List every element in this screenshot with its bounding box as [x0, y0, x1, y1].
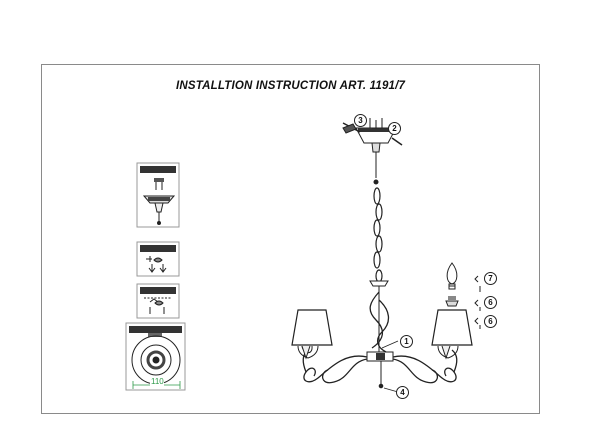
callout-4: 4	[396, 386, 409, 399]
left-lamp	[291, 309, 333, 360]
step-panel-3	[136, 283, 180, 319]
step-panel-2	[136, 241, 180, 277]
callout-1: 1	[400, 335, 413, 348]
central-stem	[366, 280, 394, 389]
candle-bulb-icon	[446, 262, 458, 290]
bobeche-parts	[445, 275, 481, 329]
callout-3: 3	[354, 114, 367, 127]
right-lamp	[431, 309, 473, 360]
screw-icon	[342, 123, 357, 134]
page-title: INSTALLTION INSTRUCTION ART. 1191/7	[176, 80, 406, 92]
callout-7: 7	[484, 272, 497, 285]
step-panel-1	[136, 162, 180, 228]
lamp-arms	[302, 349, 458, 384]
dimension-label: 110	[151, 377, 164, 386]
callout-6-upper: 6	[484, 296, 497, 309]
callout-markers	[372, 127, 399, 393]
step-panel-4	[125, 322, 186, 391]
callout-6-lower: 6	[484, 315, 497, 328]
drawing-frame	[41, 64, 540, 414]
callout-2: 2	[388, 122, 401, 135]
chain	[373, 187, 383, 283]
